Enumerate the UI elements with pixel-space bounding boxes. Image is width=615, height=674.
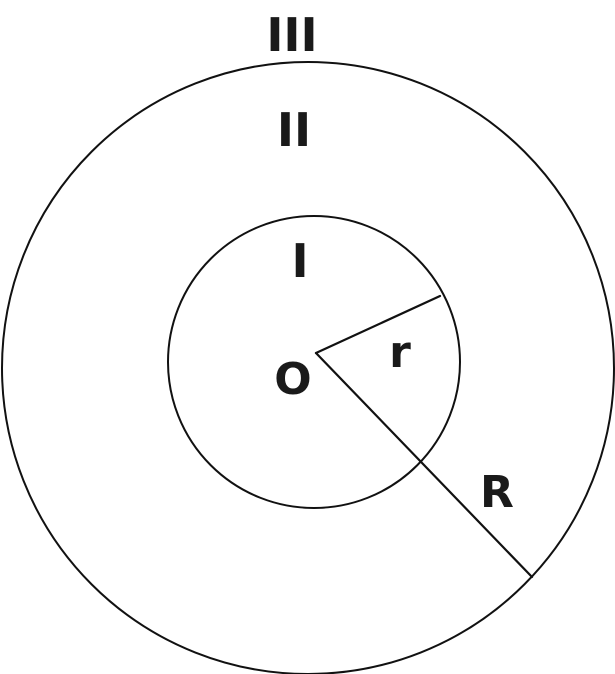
inner-circle bbox=[167, 215, 461, 509]
outer-circle bbox=[1, 61, 615, 674]
small-radius-label: r bbox=[389, 327, 411, 378]
region-label-inner: I bbox=[291, 234, 308, 288]
radius-r-line bbox=[314, 294, 442, 355]
large-radius-label: R bbox=[480, 467, 514, 518]
region-label-outer: III bbox=[266, 8, 317, 62]
radius-R-line bbox=[314, 351, 534, 579]
region-label-middle: II bbox=[277, 103, 311, 157]
center-label: O bbox=[274, 354, 311, 405]
